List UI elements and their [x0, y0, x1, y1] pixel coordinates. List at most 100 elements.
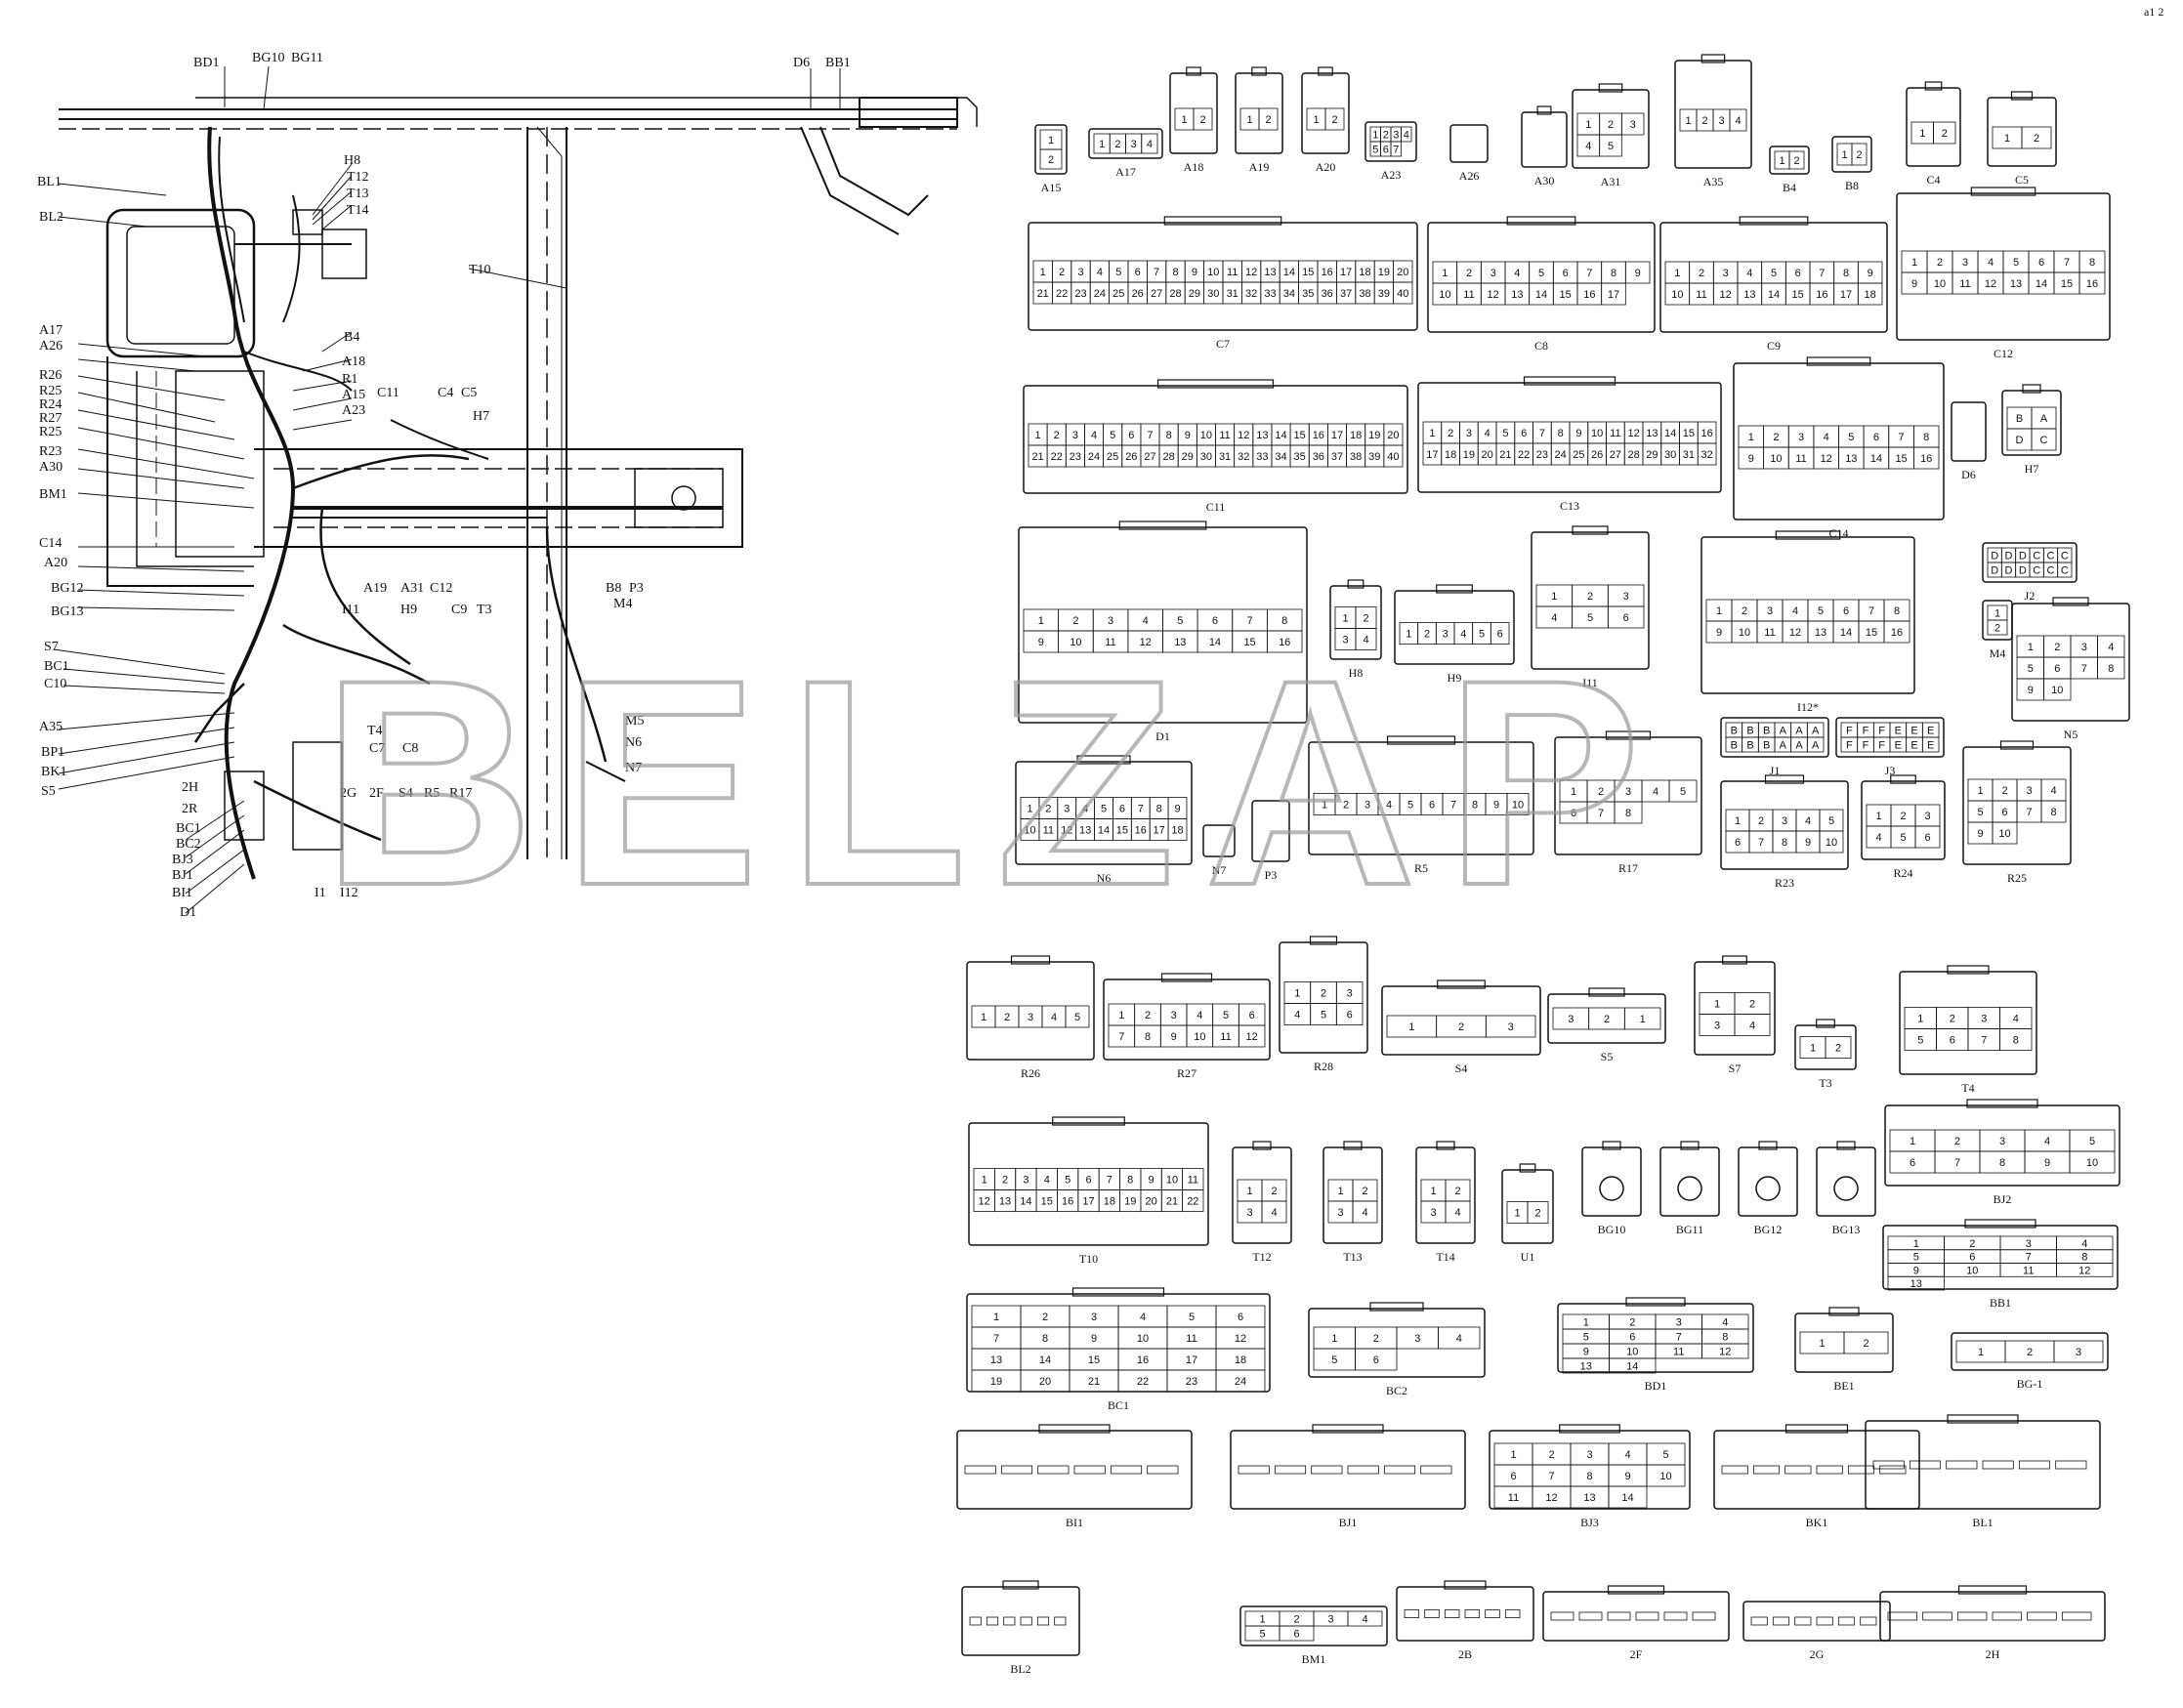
pin-number: 9 — [1748, 453, 1754, 465]
pin-number: 3 — [1171, 1010, 1177, 1021]
pin-number: 1 — [1429, 428, 1435, 439]
pin-number: B — [1731, 726, 1738, 737]
pin-number: 8 — [1166, 430, 1172, 441]
pin-number: 9 — [1038, 637, 1044, 648]
pin-slot — [1887, 1611, 1918, 1621]
pin-number: 4 — [1456, 1333, 1462, 1345]
pin-number: 3 — [2026, 785, 2032, 797]
connector-caption: S5 — [1601, 1050, 1614, 1063]
pin-number: 3 — [1718, 115, 1724, 127]
connector-caption: A31 — [1601, 175, 1621, 188]
pin-number: 3 — [1443, 629, 1448, 641]
pin-cell — [1887, 1275, 1945, 1291]
pin-cell — [1851, 143, 1868, 166]
pin-number: 10 — [1512, 800, 1524, 812]
harness-label: A20 — [44, 556, 67, 570]
pin-number: 2 — [1793, 155, 1799, 167]
harness-label: I12 — [340, 886, 358, 900]
pin-cell — [1999, 1028, 2033, 1051]
pin-cell — [1623, 1007, 1661, 1030]
pin-number: 18 — [1445, 449, 1456, 461]
pin-number: 4 — [1044, 1175, 1050, 1187]
pin-number: 34 — [1275, 451, 1286, 463]
connector-housing — [1235, 72, 1283, 154]
pin-number: 9 — [1716, 627, 1722, 639]
harness-label: T3 — [477, 603, 492, 617]
pin-number: 2 — [1072, 615, 1078, 627]
pin-number: 2 — [1749, 999, 1755, 1011]
connector-bk1: BK1 — [1713, 1424, 1920, 1529]
connector-bg10: BG10 — [1581, 1141, 1642, 1236]
pin-number: 5 — [1110, 430, 1115, 441]
pin-slot — [1000, 1465, 1033, 1475]
pin-number: 1 — [1331, 1333, 1337, 1345]
pin-number: 2 — [1773, 432, 1779, 443]
pin-number: 5 — [1913, 1252, 1919, 1264]
connector-2g: 2G — [1742, 1601, 1891, 1661]
harness-label: A17 — [39, 323, 63, 338]
pin-number: 7 — [1548, 1471, 1554, 1482]
harness-label: R23 — [39, 444, 62, 459]
pin-number: 22 — [1518, 449, 1530, 461]
connector-latch — [1251, 66, 1267, 76]
pin-cell — [2056, 1263, 2114, 1277]
pin-number: 10 — [1770, 453, 1782, 465]
pin-number: 3 — [1962, 257, 1968, 269]
connector-latch — [1186, 66, 1201, 76]
pin-slot — [1274, 1465, 1307, 1475]
connector-caption: A30 — [1534, 174, 1555, 187]
pin-number: 6 — [1249, 1010, 1255, 1021]
connector-housing — [1239, 1605, 1388, 1646]
pin-number: 9 — [1575, 428, 1581, 439]
pin-number: 2 — [1293, 1614, 1299, 1626]
pin-number: 10 — [1194, 1031, 1205, 1043]
pin-number: 4 — [1362, 1614, 1367, 1626]
pin-cell — [1734, 1014, 1771, 1036]
connector-latch — [1999, 740, 2035, 750]
pin-number: 4 — [1454, 1207, 1460, 1219]
connector-caption: S4 — [1455, 1062, 1468, 1075]
pin-number: 21 — [1088, 1376, 1100, 1388]
connector-housing — [1028, 222, 1418, 331]
pin-number: 2 — [2034, 133, 2039, 145]
connector-caption: 2B — [1458, 1647, 1472, 1661]
pin-number: D — [2005, 551, 2013, 562]
harness-label: B4 — [344, 330, 359, 345]
pin-number: 13 — [1511, 289, 1523, 301]
pin-number: 38 — [1350, 451, 1362, 463]
connector-latch — [1924, 81, 1943, 91]
pin-slot — [1404, 1609, 1420, 1618]
pin-number: 13 — [1079, 825, 1091, 837]
connector-caption: S7 — [1729, 1062, 1742, 1075]
connector-caption: BD1 — [1645, 1379, 1667, 1393]
pin-slot — [1772, 1616, 1790, 1626]
connector-housing — [1713, 1430, 1920, 1510]
pin-number: 38 — [1359, 288, 1370, 300]
pin-cell — [1825, 1036, 1852, 1059]
pin-slot — [1982, 1460, 2014, 1470]
pin-slot — [1444, 1609, 1460, 1618]
harness-label: BJ1 — [172, 868, 193, 883]
connector-latch — [1369, 1302, 1424, 1312]
pin-number: 16 — [1920, 453, 1932, 465]
pin-number: 2 — [1942, 128, 1948, 140]
pin-number: 9 — [1493, 800, 1499, 812]
pin-number: 5 — [1848, 432, 1854, 443]
pin-number: 26 — [1591, 449, 1603, 461]
connector-housing — [1816, 1146, 1876, 1217]
pin-number: 1 — [1585, 119, 1591, 131]
pin-number: 15 — [1088, 1354, 1100, 1366]
pin-number: 2 — [1458, 1021, 1464, 1033]
pin-number: 1 — [1510, 1449, 1516, 1461]
connector-housing — [1489, 1430, 1691, 1510]
pin-number: 30 — [1200, 451, 1212, 463]
connector-latch — [2010, 91, 2034, 101]
connector-latch — [1002, 1580, 1039, 1590]
